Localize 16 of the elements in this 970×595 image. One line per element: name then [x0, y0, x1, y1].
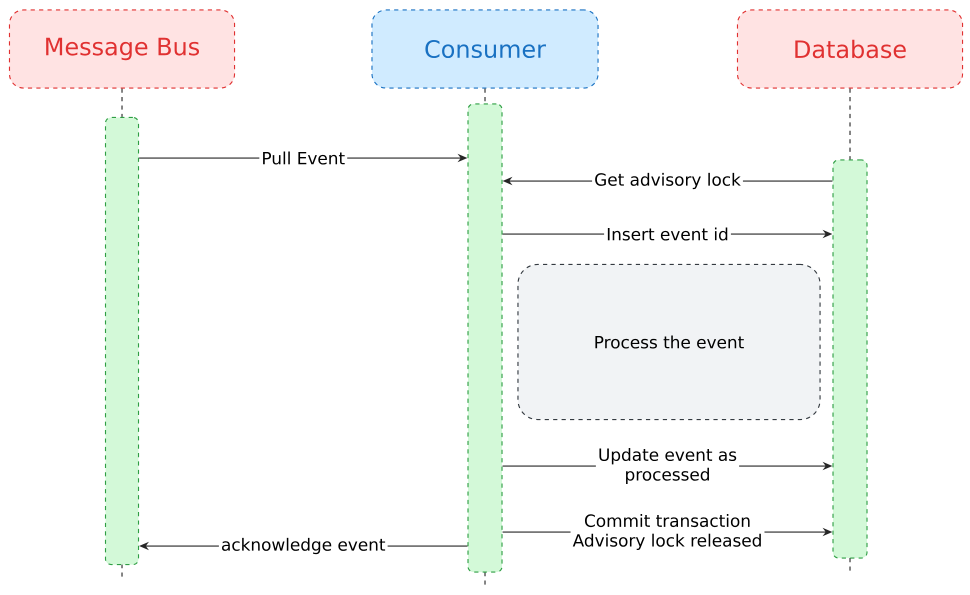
activation-bar: [467, 103, 503, 573]
participant-box: Message Bus: [8, 9, 236, 89]
lifeline: [849, 88, 851, 160]
process-box: Process the event: [517, 264, 821, 420]
edge-label: Insert event id: [604, 225, 731, 243]
edge-label: Get advisory lock: [592, 170, 743, 192]
lifeline: [484, 88, 486, 104]
edge-label: Update event as processed: [596, 446, 740, 486]
edge-label: Pull Event: [259, 149, 348, 167]
participant-box: Database: [736, 9, 964, 89]
activation-bar: [104, 116, 140, 566]
lifeline: [121, 88, 123, 117]
edge-label: Commit transaction Advisory lock released: [570, 512, 764, 552]
participant-box: Consumer: [371, 9, 599, 89]
activation-bar: [832, 159, 868, 559]
edge-label: acknowledge event: [218, 536, 388, 556]
